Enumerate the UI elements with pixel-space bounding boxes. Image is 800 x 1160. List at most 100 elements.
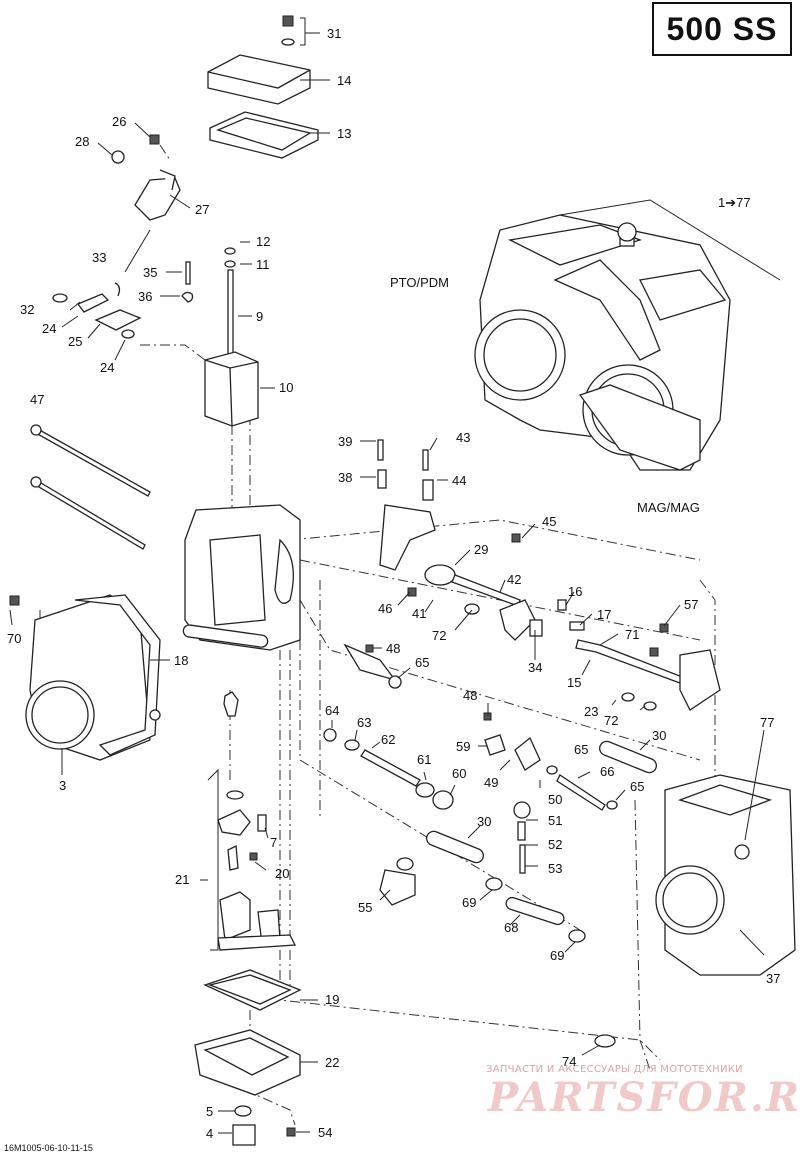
callout-68: 68 <box>504 920 518 935</box>
mixture-parts <box>323 643 454 810</box>
callout-4: 4 <box>206 1126 213 1141</box>
callout-63: 63 <box>357 715 371 730</box>
fitting-parts <box>379 857 586 943</box>
pto-label: PTO/PDM <box>390 275 449 290</box>
callout-37: 37 <box>766 971 780 986</box>
callout-11: 11 <box>256 257 270 272</box>
callout-54: 54 <box>318 1125 332 1140</box>
callout-47: 47 <box>30 392 44 407</box>
callout-43: 43 <box>456 430 470 445</box>
callout-57: 57 <box>684 597 698 612</box>
callout-60: 60 <box>452 766 466 781</box>
callout-numbers: 31 14 13 26 28 27 12 11 33 35 36 9 32 24… <box>7 26 780 1141</box>
intake-parts <box>9 594 161 761</box>
right-mid-parts <box>557 599 721 711</box>
callout-33: 33 <box>92 250 106 265</box>
carburetor-assembly-top <box>474 214 731 471</box>
assembly-guide-lines <box>39 144 716 1126</box>
callout-14: 14 <box>337 73 351 88</box>
carburetor-assembly-bottom <box>426 740 796 976</box>
callout-7: 7 <box>270 835 277 850</box>
callout-34: 34 <box>528 660 542 675</box>
callout-65: 65 <box>415 655 429 670</box>
accelerator-parts <box>483 712 618 874</box>
callout-70: 70 <box>7 631 21 646</box>
callout-27: 27 <box>195 202 209 217</box>
callout-59: 59 <box>456 739 470 754</box>
reference-code: 16M1005-06-10-11-15 <box>4 1143 93 1153</box>
callout-21: 21 <box>175 872 189 887</box>
callout-69b: 69 <box>550 948 564 963</box>
callout-65b: 65 <box>574 742 588 757</box>
callout-20: 20 <box>275 866 289 881</box>
watermark-subtitle: ЗАПЧАСТИ И АКСЕССУАРЫ ДЛЯ МОТОТЕХНИКИ <box>486 1064 743 1075</box>
watermark-brand: PARTSFOR.RU <box>488 1074 800 1121</box>
long-screws <box>30 424 151 550</box>
callout-64: 64 <box>325 703 339 718</box>
callout-50: 50 <box>548 792 562 807</box>
callout-53: 53 <box>548 861 562 876</box>
callout-42: 42 <box>507 572 521 587</box>
callout-39: 39 <box>338 434 352 449</box>
callout-38: 38 <box>338 470 352 485</box>
mag-label: MAG/MAG <box>637 500 700 515</box>
callout-72b: 72 <box>604 713 618 728</box>
callout-16: 16 <box>568 584 582 599</box>
callout-45: 45 <box>542 514 556 529</box>
callout-19: 19 <box>325 992 339 1007</box>
callout-41: 41 <box>412 606 426 621</box>
assembly-range-leader <box>559 199 781 281</box>
callout-9: 9 <box>256 309 263 324</box>
float-parts <box>217 790 297 951</box>
linkage-parts <box>111 134 181 221</box>
callout-31: 31 <box>327 26 341 41</box>
callout-65c: 65 <box>630 779 644 794</box>
callout-3: 3 <box>59 778 66 793</box>
callout-18: 18 <box>174 653 188 668</box>
callout-12: 12 <box>256 234 270 249</box>
callout-5: 5 <box>206 1104 213 1119</box>
callout-77: 77 <box>760 715 774 730</box>
model-title-box: 500 SS <box>652 2 792 56</box>
callout-10: 10 <box>279 380 293 395</box>
callout-35: 35 <box>143 265 157 280</box>
callout-62: 62 <box>381 732 395 747</box>
callout-17: 17 <box>597 607 611 622</box>
callout-24: 24 <box>42 321 56 336</box>
throttle-shaft-parts <box>424 533 543 641</box>
callout-74: 74 <box>562 1054 576 1069</box>
callout-48b: 48 <box>463 688 477 703</box>
callout-71: 71 <box>625 627 639 642</box>
callout-30b: 30 <box>477 814 491 829</box>
model-title: 500 SS <box>666 10 778 47</box>
callout-66: 66 <box>600 764 614 779</box>
callout-32: 32 <box>20 302 34 317</box>
callout-52: 52 <box>548 837 562 852</box>
callout-48: 48 <box>386 641 400 656</box>
callout-49: 49 <box>484 775 498 790</box>
callout-61: 61 <box>417 752 431 767</box>
callout-36: 36 <box>138 289 152 304</box>
shim-parts <box>52 293 142 339</box>
throttle-slide <box>204 351 259 427</box>
callout-30: 30 <box>652 728 666 743</box>
cover-parts <box>207 15 319 159</box>
callout-72: 72 <box>432 628 446 643</box>
float-bowl-parts <box>194 969 616 1146</box>
callout-23: 23 <box>584 704 598 719</box>
callout-46: 46 <box>378 601 392 616</box>
callout-55: 55 <box>358 900 372 915</box>
callout-22: 22 <box>325 1055 339 1070</box>
callout-15: 15 <box>567 675 581 690</box>
callout-29: 29 <box>474 542 488 557</box>
callout-leaders <box>9 17 765 1134</box>
needle-parts <box>114 247 236 361</box>
callout-28: 28 <box>75 134 89 149</box>
callout-26: 26 <box>112 114 126 129</box>
callout-51: 51 <box>548 813 562 828</box>
upper-mid-parts <box>377 439 436 597</box>
callout-25: 25 <box>68 334 82 349</box>
assembly-range-label: 1➔77 <box>718 195 751 210</box>
callout-44: 44 <box>452 473 466 488</box>
